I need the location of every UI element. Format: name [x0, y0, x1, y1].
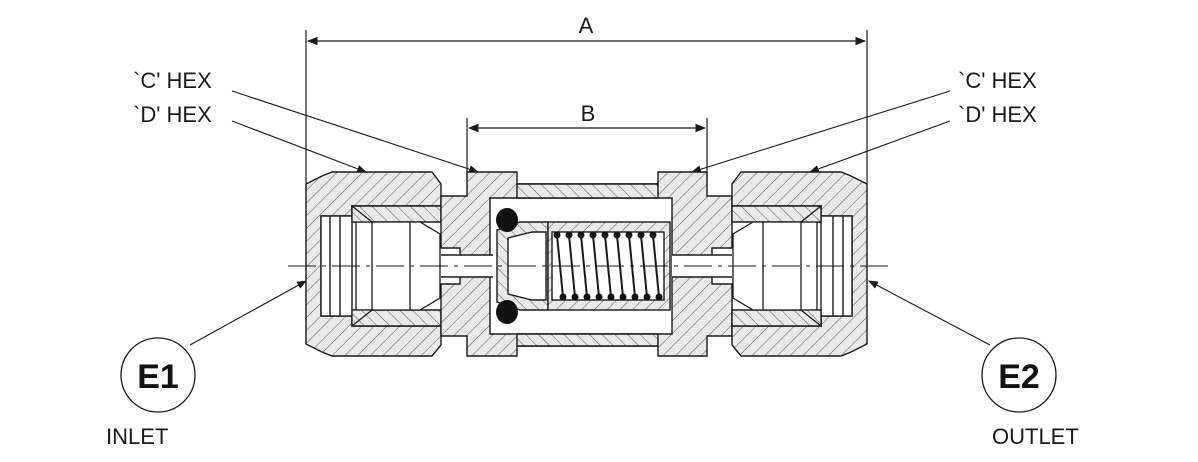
outlet-label: OUTLET	[992, 424, 1079, 449]
dimension-a-label: A	[579, 13, 594, 38]
right-d-hex-label: `D' HEX	[958, 102, 1037, 127]
e1-tag: E1	[137, 358, 179, 396]
dimension-a	[305, 30, 868, 185]
e1-callout	[120, 337, 196, 413]
inlet-label: INLET	[106, 424, 168, 449]
e2-tag: E2	[998, 358, 1040, 396]
right-c-hex-label: `C' HEX	[958, 68, 1037, 93]
dimension-b	[466, 118, 708, 178]
o-ring-top	[496, 208, 518, 232]
o-ring-bottom	[496, 300, 518, 324]
dimension-b-label: B	[581, 101, 596, 126]
left-c-hex-label: `C' HEX	[133, 68, 212, 93]
spring-coil-ends	[553, 231, 663, 301]
left-d-hex-label: `D' HEX	[133, 102, 212, 127]
left-nut	[305, 171, 442, 357]
leader-lines	[189, 90, 991, 346]
e2-callout	[981, 337, 1057, 413]
